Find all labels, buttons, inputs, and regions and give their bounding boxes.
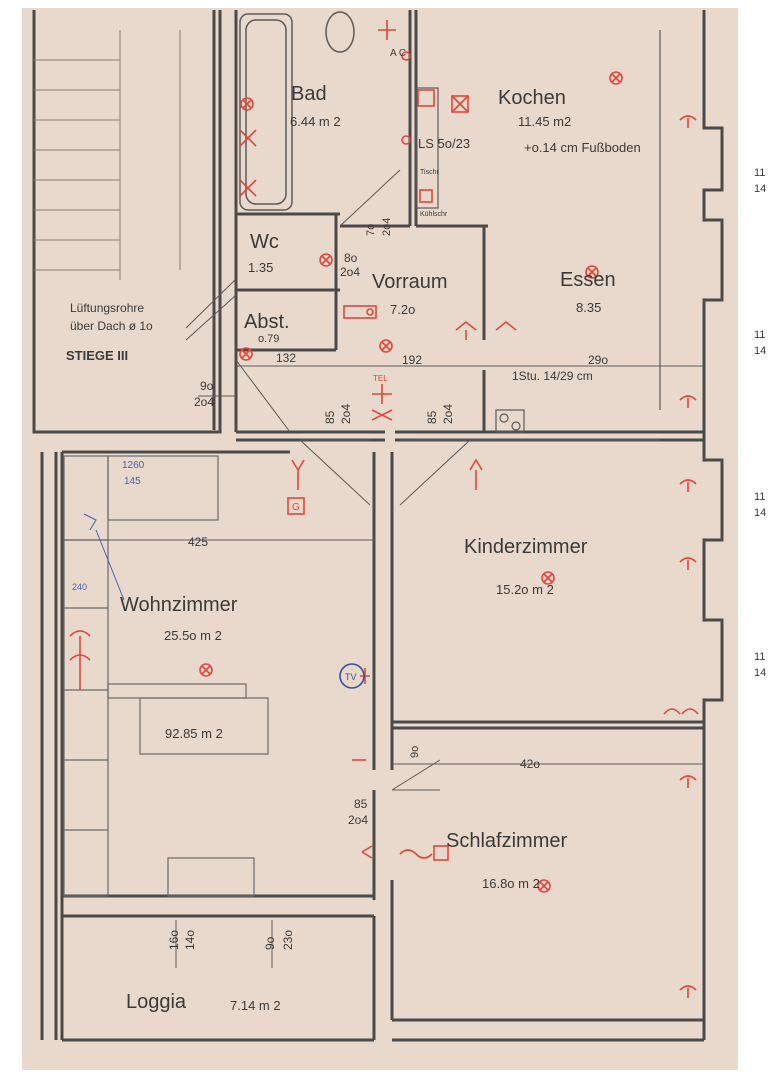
room-area-wohnzimmer: 25.5o m 2 (164, 628, 222, 643)
g-label: G (292, 502, 300, 513)
dim-140: 14o (183, 930, 197, 950)
walls (32, 10, 724, 1042)
lueftung-label-2: über Dach ø 1o (70, 319, 153, 333)
ac-label: A C (390, 48, 406, 59)
dim-14c: 14 (754, 507, 766, 519)
dim-14b: 14 (754, 345, 766, 357)
dim-14d: 14 (754, 667, 766, 679)
pencil-marks (83, 513, 125, 601)
room-area-schlafzimmer: 16.8o m 2 (482, 876, 540, 891)
room-area-loggia: 7.14 m 2 (230, 998, 281, 1013)
lueftung-label-1: Lüftungsrohre (70, 301, 144, 315)
room-name-schlafzimmer: Schlafzimmer (446, 830, 567, 852)
dim-11b: 11 (754, 329, 765, 341)
room-area-abst: o.79 (258, 333, 279, 345)
dim-420: 42o (520, 757, 540, 771)
staircase-treads (34, 30, 181, 280)
room-name-vorraum: Vorraum (372, 271, 448, 293)
dim-11d: 11 (754, 651, 765, 663)
dim-204d: 2o4 (340, 265, 360, 279)
dim-204a: 2o4 (194, 395, 214, 409)
pencil-note-145: 145 (124, 476, 141, 487)
dim-85a: 85 (323, 410, 337, 424)
dim-11a: 11 (754, 167, 765, 179)
pencil-note-260: 1260 (122, 460, 145, 471)
room-name-wohnzimmer: Wohnzimmer (120, 594, 238, 616)
dim-160: 16o (167, 930, 181, 950)
room-area-kinderzimmer: 15.2o m 2 (496, 582, 554, 597)
stiege-label: STIEGE III (66, 348, 128, 363)
dim-290: 29o (588, 353, 608, 367)
bathroom-fixtures (239, 11, 355, 211)
kuehlschr-label: Kühlschr (420, 211, 448, 218)
stufen-label: 1Stu. 14/29 cm (512, 369, 593, 383)
room-name-abst: Abst. (244, 311, 290, 333)
room-name-bad: Bad (291, 83, 327, 105)
dim-85b: 85 (425, 410, 439, 424)
room-name-wc: Wc (250, 231, 279, 253)
room-name-kinderzimmer: Kinderzimmer (464, 536, 588, 558)
room-area-kochen: 11.45 m2 (518, 114, 571, 129)
dim-11c: 11 (754, 491, 765, 503)
dim-204f: 2o4 (348, 813, 368, 827)
room-area-vorraum: 7.2o (390, 302, 415, 317)
room-area-bad: 6.44 m 2 (290, 114, 341, 129)
dim-132: 132 (276, 351, 296, 365)
room-name-kochen: Kochen (498, 87, 566, 109)
room-name-essen: Essen (560, 269, 616, 291)
room-area-essen: 8.35 (576, 300, 601, 315)
dim-204c: 2o4 (441, 404, 455, 424)
dim-90: 9o (200, 379, 214, 393)
ls-label: LS 5o/23 (418, 136, 470, 151)
tv-label: TV (345, 672, 357, 682)
wohnzimmer-cabinets (63, 455, 269, 897)
dim-192: 192 (402, 353, 422, 367)
tv-outlet-icon (339, 663, 365, 689)
tel-label: TEL (373, 374, 388, 383)
dim-90c: 9o (263, 936, 277, 950)
paper-background (22, 8, 738, 1070)
dim-80: 8o (344, 251, 358, 265)
dim-204b: 2o4 (339, 404, 353, 424)
dim-85c: 85 (354, 797, 368, 811)
door-swings (185, 169, 471, 791)
tischr-label: Tischr (420, 169, 439, 176)
electrical-symbols (69, 20, 699, 998)
room-area-wc: 1.35 (248, 260, 273, 275)
dim-70: 7o (365, 224, 377, 236)
dim-230: 23o (281, 930, 295, 950)
kochen-floor-note: +o.14 cm Fußboden (524, 140, 641, 155)
dim-425: 425 (188, 535, 208, 549)
dim-204e: 2o4 (381, 218, 393, 236)
dimension-lines (64, 365, 704, 968)
dim-14a: 14 (754, 183, 766, 195)
dim-90b: 9o (409, 746, 421, 758)
total-area: 92.85 m 2 (165, 726, 223, 741)
pencil-note-240: 240 (72, 582, 87, 592)
room-name-loggia: Loggia (126, 991, 187, 1013)
